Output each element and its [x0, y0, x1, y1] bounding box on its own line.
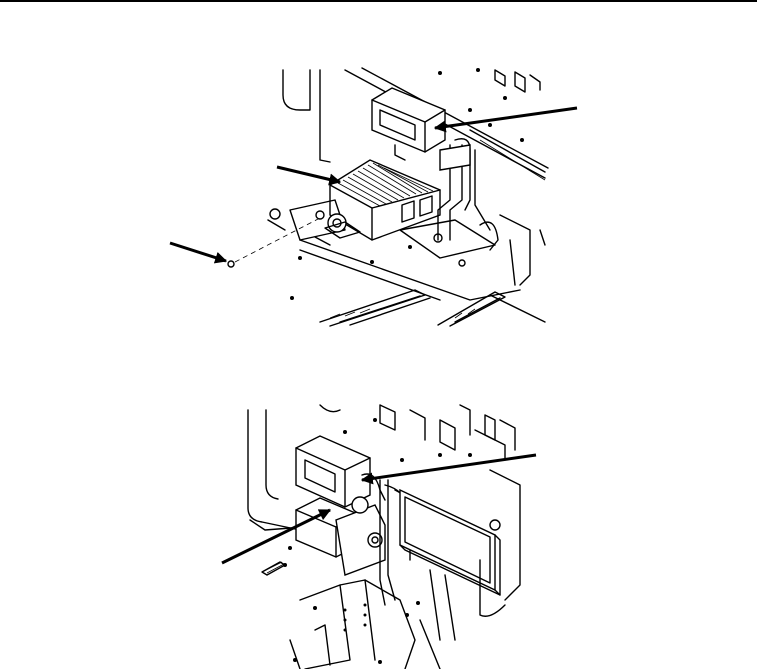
- lower-linkage: [289, 579, 441, 669]
- pipe-assembly: [399, 138, 496, 267]
- lower-view-drawing: [247, 404, 521, 669]
- lower-rail-assembly: [319, 289, 546, 327]
- upper-view-drawing: [227, 67, 549, 327]
- cover-panel: [399, 488, 501, 596]
- leader-arrow-module-fitting: [360, 453, 537, 485]
- leader-arrow-heat-sink: [276, 165, 342, 186]
- leader-arrow-upper-module: [433, 106, 578, 133]
- upper-module-box: [371, 87, 446, 161]
- leader-arrow-lower-fitting: [221, 508, 332, 565]
- heat-sink-unit: [329, 159, 441, 241]
- mounting-plate: [227, 199, 347, 268]
- bracket-fitting: [335, 473, 386, 576]
- lower-module-box: [295, 435, 371, 508]
- page-top-rule: [0, 0, 757, 2]
- leader-arrow-screw: [169, 241, 228, 264]
- wall-panel-edge: [319, 69, 331, 163]
